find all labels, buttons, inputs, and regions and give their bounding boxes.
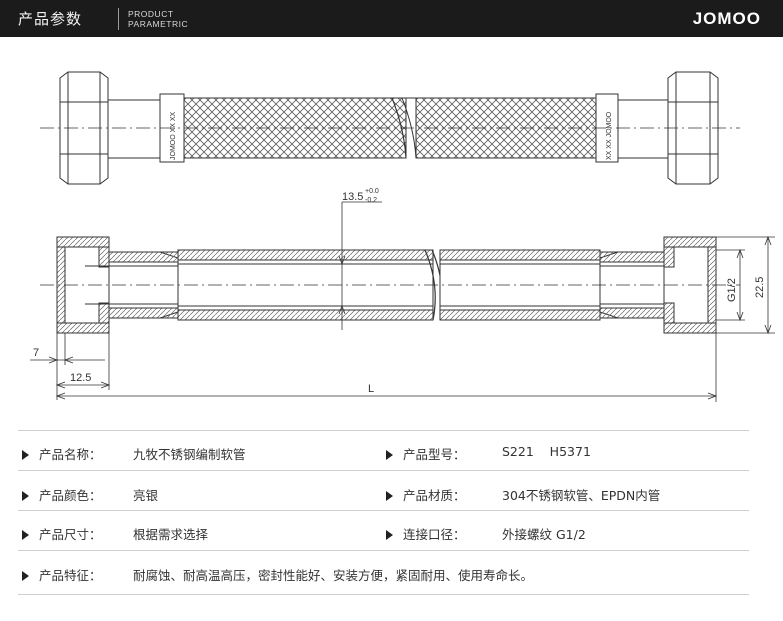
param-value-model: S221 H5371	[502, 444, 591, 459]
param-label-features: 产品特征：	[22, 565, 102, 584]
param-value-connection: 外接螺纹 G1/2	[502, 527, 586, 542]
param-value-material: 304不锈钢软管、EPDN内管	[502, 488, 661, 503]
param-label-size: 产品尺寸：	[22, 524, 102, 543]
row-separator	[18, 594, 749, 595]
row-separator	[18, 550, 749, 551]
dim-total-length: L	[368, 383, 374, 395]
dim-outer-diameter: 22.5	[754, 277, 766, 298]
hose-section-view	[40, 236, 740, 334]
hose-marking-right: XX XX JOMOO	[606, 111, 613, 160]
param-value-name: 九牧不锈钢编制软管	[133, 447, 246, 462]
bullet-arrow-icon	[22, 491, 29, 501]
param-label-model: 产品型号：	[386, 444, 466, 463]
brand-logo: JOMOO	[692, 9, 761, 28]
bullet-arrow-icon	[22, 450, 29, 460]
section-subtitle: PRODUCT PARAMETRIC	[128, 9, 188, 29]
bullet-arrow-icon	[386, 450, 393, 460]
bullet-arrow-icon	[22, 530, 29, 540]
row-separator	[18, 470, 749, 471]
section-subtitle-line2: PARAMETRIC	[128, 19, 189, 29]
hose-exterior-view	[40, 71, 740, 185]
param-label-name: 产品名称：	[22, 444, 102, 463]
dim-flange-width: 7	[33, 347, 39, 359]
param-label-material: 产品材质：	[386, 485, 466, 504]
dim-tolerance-lower: -0.2	[365, 197, 377, 204]
dim-tolerance-upper: +0.0	[365, 188, 379, 195]
section-header: 产品参数 PRODUCT PARAMETRIC JOMOO	[0, 0, 783, 37]
row-separator	[18, 430, 749, 431]
bullet-arrow-icon	[386, 491, 393, 501]
technical-drawing: JOMOO XX XX XX XX JOMOO	[30, 71, 775, 402]
dim-thread-size: G1/2	[726, 278, 738, 302]
dim-thread-depth: 12.5	[70, 372, 91, 384]
param-value-color: 亮银	[133, 488, 159, 503]
row-separator	[18, 510, 749, 511]
param-label-color: 产品颜色：	[22, 485, 102, 504]
param-value-size: 根据需求选择	[133, 527, 209, 542]
bullet-arrow-icon	[386, 530, 393, 540]
dim-inner-diameter: 13.5	[342, 191, 363, 203]
dimension-lines	[30, 201, 775, 402]
bullet-arrow-icon	[22, 571, 29, 581]
hose-marking-left: JOMOO XX XX	[170, 111, 177, 160]
section-subtitle-line1: PRODUCT	[128, 9, 174, 19]
param-value-features: 耐腐蚀、耐高温高压，密封性能好、安装方便，紧固耐用、使用寿命长。	[133, 568, 534, 583]
header-divider	[118, 8, 119, 30]
section-title: 产品参数	[18, 10, 83, 28]
param-label-connection: 连接口径：	[386, 524, 466, 543]
